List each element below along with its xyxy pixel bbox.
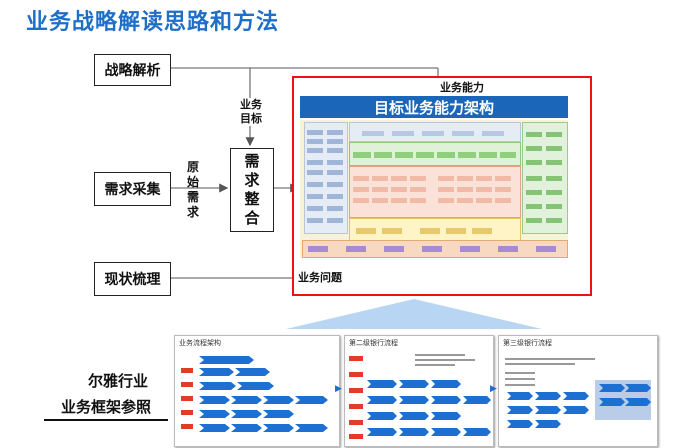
strategy-box: 战略解析 xyxy=(94,54,171,86)
thumbnail-2-chevrons xyxy=(349,354,491,439)
original-req-char-2: 始 xyxy=(186,175,199,189)
thumbnail-3-chevrons xyxy=(505,358,651,428)
original-req-char-4: 求 xyxy=(186,205,199,219)
reference-line-2: 业务框架参照 xyxy=(44,396,168,421)
page-title: 业务战略解读思路和方法 xyxy=(26,10,280,35)
pink-cells xyxy=(353,176,511,203)
merge-box: 需 求 整 合 xyxy=(230,148,274,232)
thumb-arrow-2: ▶ xyxy=(490,384,497,394)
bottom-cells xyxy=(308,246,556,252)
business-goal-line-1: 业务 xyxy=(240,98,262,111)
strategy-label: 战略解析 xyxy=(104,63,161,79)
requirements-box: 需求采集 xyxy=(94,172,171,206)
left-cells xyxy=(307,130,343,223)
merge-char-1: 需 xyxy=(244,152,260,170)
merge-char-3: 整 xyxy=(244,190,260,208)
status-box: 现状梳理 xyxy=(94,262,171,296)
thumbnail-second-level: 第二级银行流程 xyxy=(344,335,494,447)
original-req-label: 原 始 需 求 xyxy=(186,160,200,220)
thumbnail-2-title: 第二级银行流程 xyxy=(349,339,398,347)
thumbnail-third-level: 第三级银行流程 xyxy=(498,335,658,447)
original-req-char-3: 需 xyxy=(186,190,199,204)
thumbnail-1-chevrons xyxy=(181,356,328,432)
yellow-cells xyxy=(356,228,492,234)
green-cells xyxy=(353,152,516,158)
top-cells xyxy=(362,131,504,136)
reference-line-1: 尔雅行业 xyxy=(87,372,148,390)
business-problem-label: 业务问题 xyxy=(296,271,344,285)
business-goal-line-2: 目标 xyxy=(240,112,262,125)
thumb-arrow-1: ▶ xyxy=(335,384,342,394)
original-req-char-1: 原 xyxy=(186,160,199,174)
reference-triangle xyxy=(286,299,542,329)
merge-char-4: 合 xyxy=(244,209,260,227)
merge-char-2: 求 xyxy=(244,171,260,189)
thumbnail-process-architecture: 业务流程架构 xyxy=(174,335,340,447)
requirements-label: 需求采集 xyxy=(104,182,161,198)
architecture-title: 目标业务能力架构 xyxy=(300,96,568,118)
status-label: 现状梳理 xyxy=(104,272,161,288)
thumbnail-1-title: 业务流程架构 xyxy=(179,339,221,347)
business-goal-label: 业务 目标 xyxy=(233,98,269,126)
business-capability-label: 业务能力 xyxy=(440,81,484,94)
thumbnail-3-title: 第三级银行流程 xyxy=(503,339,552,347)
right-cells xyxy=(526,132,562,223)
